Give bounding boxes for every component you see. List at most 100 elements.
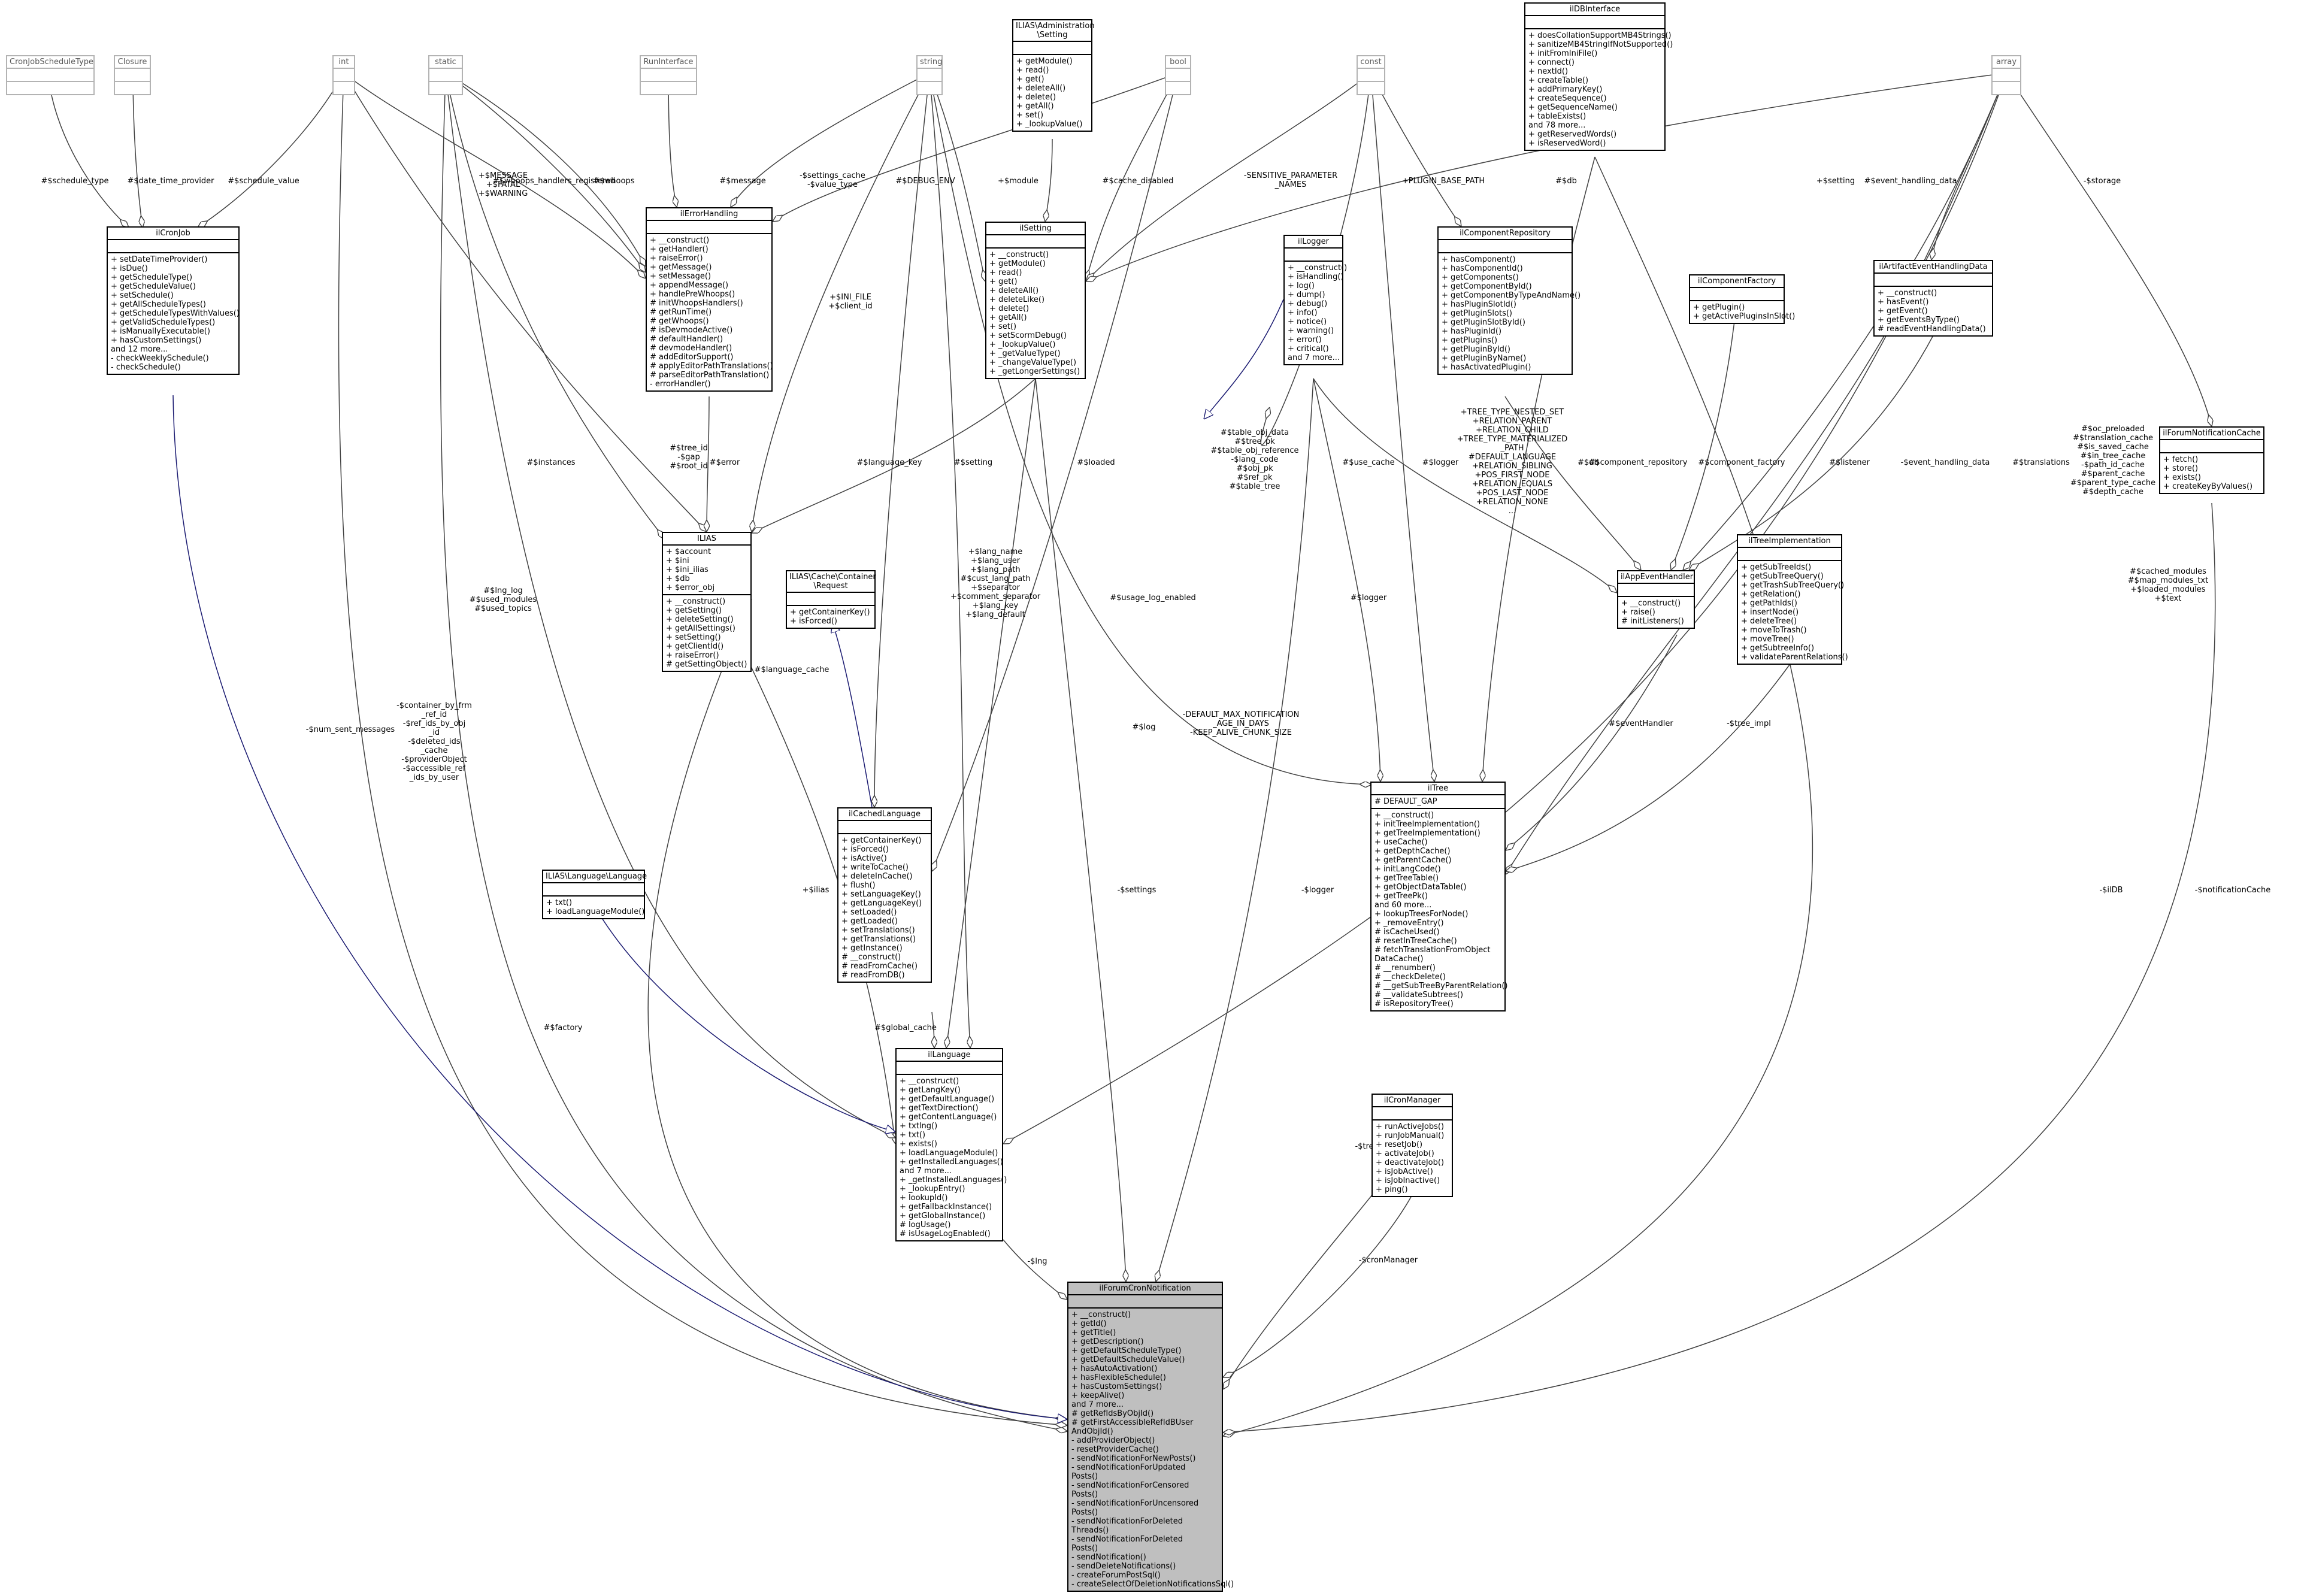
method-row: + hasFlexibleSchedule() xyxy=(1071,1373,1166,1382)
method-row: + initFromIniFile() xyxy=(1528,49,1598,58)
aggregation-edge xyxy=(1671,299,1737,570)
method-row: DataCache() xyxy=(1374,955,1424,964)
aggregation-edge xyxy=(1689,335,1934,570)
method-row: + setScormDebug() xyxy=(989,331,1067,340)
method-row: + getSequenceName() xyxy=(1528,103,1618,112)
method-row: Posts() xyxy=(1071,1544,1098,1553)
class-node-il-error-handling[interactable]: ilErrorHandling+ __construct()+ getHandl… xyxy=(646,207,773,392)
class-node-const[interactable]: const xyxy=(1357,55,1385,95)
method-row: + isHandling() xyxy=(1288,272,1344,281)
method-row: + setDateTimeProvider() xyxy=(111,255,208,264)
class-node-il-logger[interactable]: ilLogger+ __construct()+ isHandling()+ l… xyxy=(1283,235,1347,365)
aggregation-edge xyxy=(343,72,707,532)
aggregation-edge xyxy=(1370,72,1461,226)
class-node-iliaslanguage[interactable]: ILIAS\Language\Language+ txt()+ loadLang… xyxy=(542,870,647,919)
class-node-il-app-event-handler[interactable]: ilAppEventHandler+ __construct()+ raise(… xyxy=(1617,570,1695,629)
method-row: + _lookupValue() xyxy=(989,340,1056,349)
aggregation-edge xyxy=(932,1011,934,1048)
class-node-il-component-factory[interactable]: ilComponentFactory+ getPlugin()+ getActi… xyxy=(1689,274,1795,324)
method-row: # __getSubTreeByParentRelation() xyxy=(1374,982,1508,991)
method-row: + getId() xyxy=(1071,1319,1107,1328)
class-node-il-artifact-event-handling-data[interactable]: ilArtifactEventHandlingData+ __construct… xyxy=(1873,260,1993,337)
class-node-array[interactable]: array xyxy=(1991,55,2021,95)
class-node-il-tree-implementation[interactable]: ilTreeImplementation+ getSubTreeIds()+ g… xyxy=(1737,534,1848,665)
edge-label: #$schedule_value xyxy=(228,177,299,186)
class-methods xyxy=(1358,81,1384,94)
aggregation-edge xyxy=(731,72,930,207)
class-node-il-dbinterface[interactable]: ilDBInterface+ doesCollationSupportMB4St… xyxy=(1524,2,1673,151)
edge-label: -$storage xyxy=(2084,177,2121,186)
edge-label: #$component_factory xyxy=(1698,458,1785,467)
class-node-il-cron-manager[interactable]: ilCronManager+ runActiveJobs()+ runJobMa… xyxy=(1371,1094,1453,1197)
method-row: AndObjId() xyxy=(1071,1427,1113,1436)
class-node-il-forum-cron-notification[interactable]: ilForumCronNotification+ __construct()+ … xyxy=(1067,1282,1234,1592)
edge-label: -$settings xyxy=(1118,886,1156,895)
class-attributes xyxy=(986,234,1085,247)
method-row: - sendNotificationForCensored xyxy=(1071,1481,1189,1490)
method-row: + nextId() xyxy=(1528,67,1569,76)
method-row: + initLangCode() xyxy=(1374,865,1441,874)
class-node-il-component-repository[interactable]: ilComponentRepository+ hasComponent()+ h… xyxy=(1437,226,1581,375)
class-node-bool[interactable]: bool xyxy=(1165,55,1191,95)
method-row: + warning() xyxy=(1288,326,1334,335)
aggregation-edge xyxy=(338,72,1067,1425)
method-row: and 7 more... xyxy=(1071,1400,1124,1409)
class-node-run-interface[interactable]: RunInterface xyxy=(640,55,697,95)
method-row: + read() xyxy=(989,268,1022,277)
method-row: + createSequence() xyxy=(1528,94,1607,103)
class-node-ilias[interactable]: ILIAS+ $account+ $ini+ $ini_ilias+ $db+ … xyxy=(662,532,752,672)
method-row: + isJobActive() xyxy=(1376,1167,1433,1176)
method-row: + raiseError() xyxy=(666,651,719,660)
class-methods: + hasComponent()+ hasComponentId()+ getC… xyxy=(1439,252,1581,374)
class-node-int[interactable]: int xyxy=(332,55,355,95)
method-row: + getAllSettings() xyxy=(666,624,735,633)
method-row: + isDue() xyxy=(111,264,148,273)
class-node-il-cron-job[interactable]: ilCronJob+ setDateTimeProvider()+ isDue(… xyxy=(107,226,240,375)
method-row: + raise() xyxy=(1621,608,1655,617)
class-methods: + txt()+ loadLanguageModule() xyxy=(543,895,644,918)
method-row: + hasEvent() xyxy=(1878,298,1929,307)
method-row: + deleteAll() xyxy=(1016,84,1066,93)
class-node-il-setting[interactable]: ilSetting+ __construct()+ getModule()+ r… xyxy=(985,222,1086,379)
method-row: + hasComponent() xyxy=(1442,255,1516,264)
method-row: + getDescription() xyxy=(1071,1337,1144,1346)
method-row: + set() xyxy=(1016,111,1044,120)
method-row: + getContentLanguage() xyxy=(900,1113,997,1122)
method-row: + getComponents() xyxy=(1442,273,1519,282)
method-row: and 60 more... xyxy=(1374,901,1432,910)
class-node-il-tree[interactable]: ilTree# DEFAULT_GAP+ __construct()+ init… xyxy=(1370,782,1508,1011)
class-node-string[interactable]: string xyxy=(916,55,943,95)
method-row: + runJobManual() xyxy=(1376,1131,1445,1140)
class-node-il-forum-notification-cache[interactable]: ilForumNotificationCache+ fetch()+ store… xyxy=(2159,426,2264,494)
class-methods: + getContainerKey()+ isForced() xyxy=(787,605,874,628)
class-title: ilTreeImplementation xyxy=(1748,537,1831,546)
edge-label: #$date_time_provider xyxy=(127,177,214,186)
method-row: + initTreeImplementation() xyxy=(1374,820,1480,829)
edge-label: +$MESSAGE+$FATAL+$WARNING xyxy=(479,171,528,198)
aggregation-edge xyxy=(707,396,709,532)
method-row: + ping() xyxy=(1376,1185,1408,1194)
edge-label: #$db xyxy=(1555,177,1577,186)
method-row: # isRepositoryTree() xyxy=(1374,1000,1454,1009)
class-node-iliascache-request[interactable]: ILIAS\Cache\Container \Request+ getConta… xyxy=(786,570,876,629)
aggregation-edge xyxy=(445,72,665,539)
method-row: + setSchedule() xyxy=(111,291,174,300)
class-node-il-language[interactable]: ilLanguage+ __construct()+ getLangKey()+… xyxy=(895,1048,1007,1241)
class-node-iliasadmin-setting[interactable]: ILIAS\Administration \Setting+ getModule… xyxy=(1012,19,1095,132)
method-row: + log() xyxy=(1288,281,1315,290)
edge-label: -$settings_cache-$value_type xyxy=(800,171,865,189)
class-node-cron-job-schedule-type[interactable]: CronJobScheduleType xyxy=(6,55,95,95)
aggregation-edge xyxy=(1506,634,1678,850)
class-node-closure[interactable]: Closure xyxy=(114,55,151,95)
method-row: + _getInstalledLanguages() xyxy=(900,1176,1007,1185)
class-node-il-cached-language[interactable]: ilCachedLanguage+ getContainerKey()+ isF… xyxy=(837,807,932,983)
class-methods: + __construct()+ isHandling()+ log()+ du… xyxy=(1285,261,1347,364)
class-attributes xyxy=(7,68,93,81)
aggregation-edge xyxy=(1223,156,1813,1436)
edge-label: +TREE_TYPE_NESTED_SET+RELATION_PARENT+RE… xyxy=(1457,408,1567,516)
class-methods: + __construct()+ getSetting()+ deleteSet… xyxy=(663,594,750,671)
method-row: # __validateSubtrees() xyxy=(1374,991,1464,1000)
class-attributes xyxy=(334,68,354,81)
class-node-static[interactable]: static xyxy=(428,55,463,95)
edge-label: #$listener xyxy=(1829,458,1870,467)
